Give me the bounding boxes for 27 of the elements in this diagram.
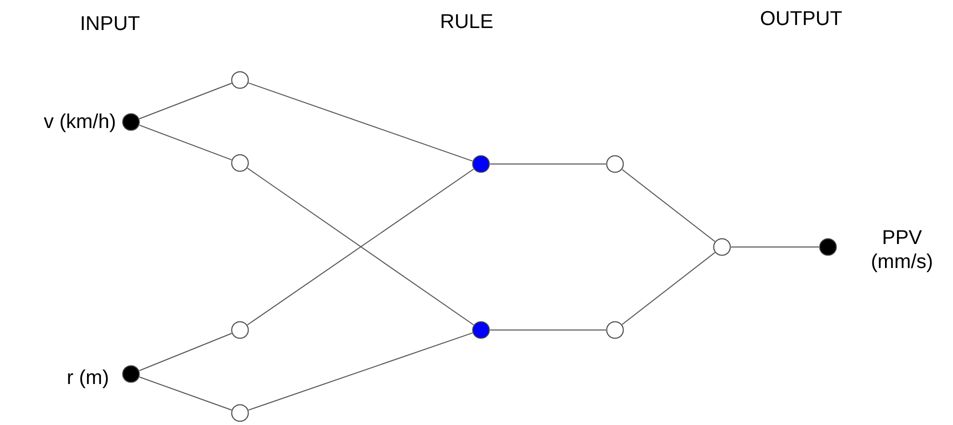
network-node bbox=[231, 154, 249, 172]
node-caption: PPV (mm/s) bbox=[870, 226, 934, 274]
network-node bbox=[472, 155, 490, 173]
column-heading: INPUT bbox=[80, 12, 140, 36]
connector-line bbox=[622, 169, 716, 242]
network-node bbox=[231, 321, 249, 339]
connector-line bbox=[622, 252, 716, 325]
network-node bbox=[231, 404, 249, 422]
node-caption: r (m) bbox=[66, 366, 109, 390]
connector-line bbox=[138, 332, 232, 372]
column-heading: RULE bbox=[440, 10, 494, 34]
network-node bbox=[122, 113, 140, 131]
network-node bbox=[122, 365, 140, 383]
network-node bbox=[606, 321, 624, 339]
connector-line bbox=[248, 332, 473, 411]
network-node bbox=[472, 321, 490, 339]
connector-line bbox=[248, 82, 473, 162]
connector-line bbox=[730, 246, 820, 248]
network-node bbox=[231, 71, 249, 89]
node-caption: v (km/h) bbox=[44, 110, 116, 134]
column-heading: OUTPUT bbox=[760, 7, 842, 31]
connector-line bbox=[138, 82, 232, 120]
connector-line bbox=[138, 124, 232, 160]
network-node bbox=[606, 155, 624, 173]
network-node bbox=[819, 238, 837, 256]
connector-line bbox=[138, 376, 232, 410]
network-node bbox=[713, 238, 731, 256]
